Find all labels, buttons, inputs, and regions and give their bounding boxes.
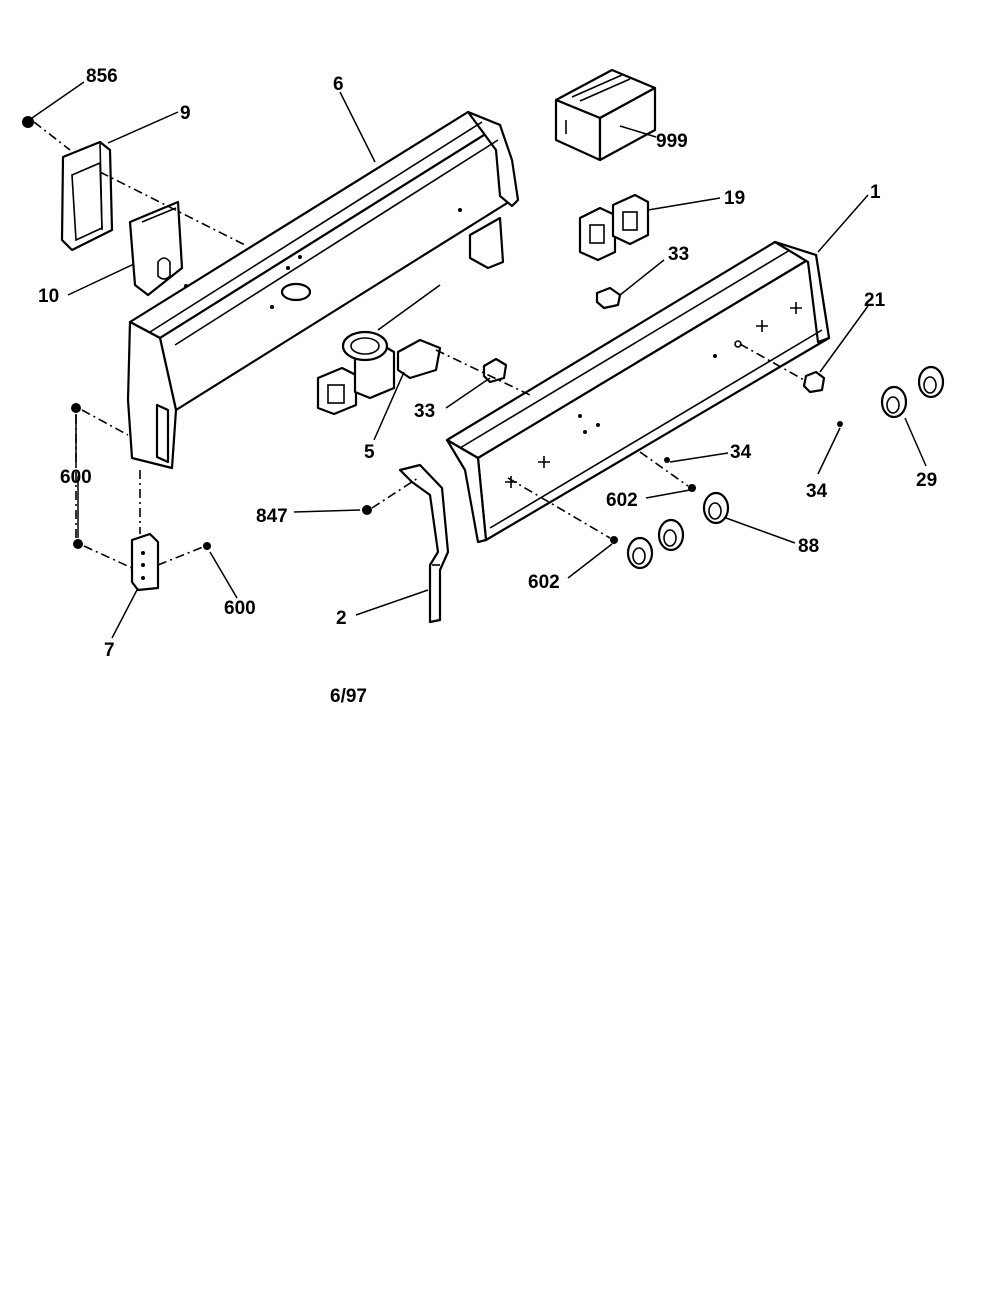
label-10: 10 bbox=[38, 286, 59, 307]
label-6: 6 bbox=[333, 74, 344, 95]
label-847: 847 bbox=[256, 506, 288, 527]
screw-856 bbox=[22, 116, 34, 128]
bracket-part-7 bbox=[130, 532, 160, 592]
screw-34-a bbox=[664, 457, 670, 463]
screw-602-b bbox=[610, 536, 618, 544]
knobs-part-88 bbox=[626, 491, 730, 570]
label-7: 7 bbox=[104, 640, 115, 661]
switches-part-5 bbox=[316, 284, 442, 416]
assembly-lines bbox=[33, 121, 805, 569]
label-856: 856 bbox=[86, 66, 118, 87]
label-602-a: 602 bbox=[606, 490, 638, 511]
label-999: 999 bbox=[656, 131, 688, 152]
screw-847 bbox=[362, 505, 372, 515]
screw-34-b bbox=[837, 421, 843, 427]
label-34-b: 34 bbox=[806, 481, 828, 502]
date-code: 6/97 bbox=[330, 686, 367, 707]
screw-600-upper bbox=[71, 403, 81, 413]
label-33-upper: 33 bbox=[668, 244, 689, 265]
backguard-panel-part-6 bbox=[126, 110, 520, 470]
label-34-a: 34 bbox=[730, 442, 752, 463]
label-29: 29 bbox=[916, 470, 937, 491]
end-bracket-part-9 bbox=[60, 140, 114, 252]
screws bbox=[22, 116, 843, 550]
screw-600-lower bbox=[73, 539, 83, 549]
label-21: 21 bbox=[864, 290, 886, 311]
nut-part-21 bbox=[802, 370, 826, 394]
label-33-lower: 33 bbox=[414, 401, 435, 422]
box-part-999 bbox=[554, 68, 657, 162]
label-600-lower: 600 bbox=[224, 598, 256, 619]
control-panel-part-1 bbox=[445, 240, 831, 544]
label-2: 2 bbox=[336, 608, 347, 629]
leader-lines bbox=[31, 81, 927, 639]
label-5: 5 bbox=[364, 442, 375, 463]
callout-labels: 856 9 6 999 19 1 10 33 21 5 33 600 34 34… bbox=[38, 66, 937, 661]
label-9: 9 bbox=[180, 103, 191, 124]
label-88: 88 bbox=[798, 536, 819, 557]
label-19: 19 bbox=[724, 188, 745, 209]
screw-600-right bbox=[203, 542, 211, 550]
switches-part-19 bbox=[578, 193, 650, 262]
label-602-b: 602 bbox=[528, 572, 560, 593]
knobs-part-29 bbox=[880, 365, 945, 419]
label-600-upper: 600 bbox=[60, 467, 92, 488]
clip-part-33-upper bbox=[595, 286, 622, 310]
label-1: 1 bbox=[870, 182, 881, 203]
side-trim-part-2 bbox=[398, 463, 450, 624]
mounting-bracket-part-10 bbox=[128, 200, 184, 297]
